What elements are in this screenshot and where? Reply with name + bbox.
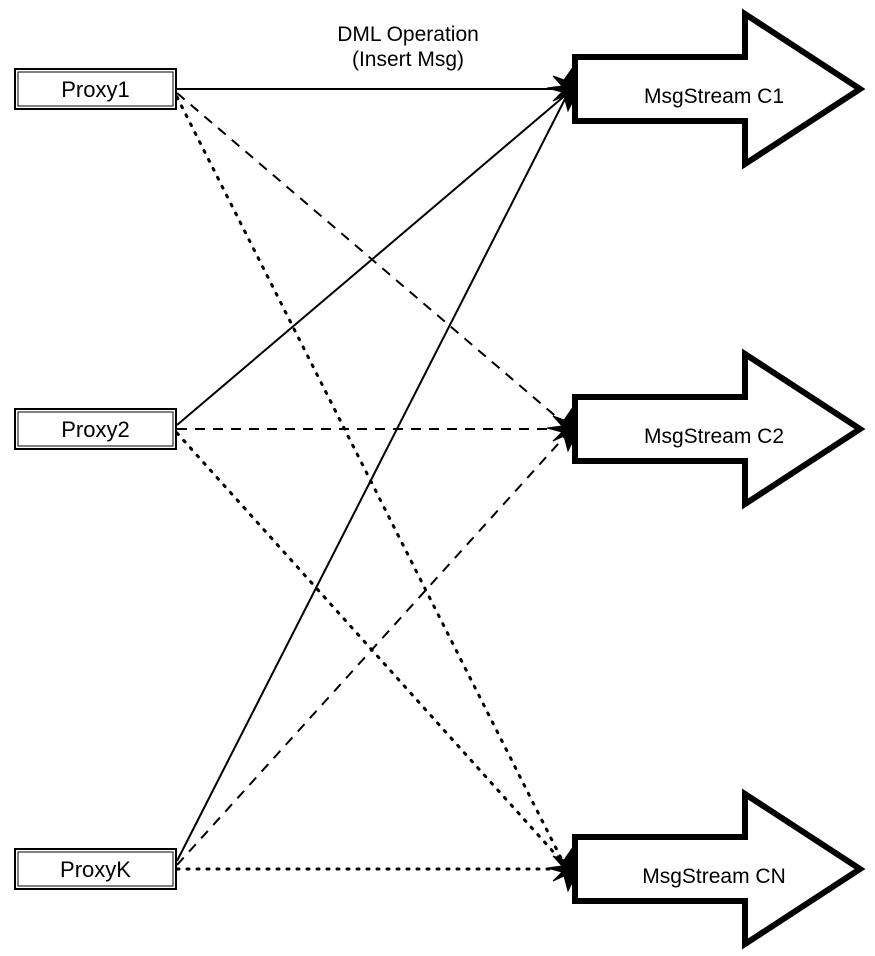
arrowheads-layer bbox=[546, 65, 576, 893]
proxy-node-proxy2[interactable]: Proxy2 bbox=[14, 408, 177, 450]
proxy-label: Proxy1 bbox=[61, 77, 129, 102]
proxy-label: Proxy2 bbox=[61, 417, 129, 442]
edge-pk-c2 bbox=[176, 432, 569, 866]
proxy-node-proxy1[interactable]: Proxy1 bbox=[14, 68, 177, 110]
edge-pk-c1 bbox=[176, 96, 567, 862]
stream-label: MsgStream C1 bbox=[644, 85, 784, 108]
stream-arrow-shape bbox=[572, 348, 866, 510]
stream-label: MsgStream C2 bbox=[644, 425, 784, 448]
proxy-box-inner-outline bbox=[17, 71, 174, 107]
proxy-box-inner-outline bbox=[17, 411, 174, 447]
proxy-node-proxyK[interactable]: ProxyK bbox=[14, 848, 177, 890]
proxy-box-inner-outline bbox=[17, 851, 174, 887]
proxy-box-outline bbox=[14, 408, 177, 450]
proxy-label: ProxyK bbox=[60, 857, 131, 882]
proxy-box-outline bbox=[14, 848, 177, 890]
edge-label-line-1: DML Operation bbox=[337, 23, 479, 46]
stream-arrow-shape bbox=[572, 8, 866, 170]
stream-node-stream_cn[interactable]: MsgStream CN bbox=[572, 788, 866, 950]
stream-label: MsgStream CN bbox=[642, 865, 786, 888]
stream-nodes-layer: MsgStream C1 MsgStream C2 MsgStream CN bbox=[572, 8, 866, 950]
proxy-box-outline bbox=[14, 68, 177, 110]
edge-p2-c1 bbox=[176, 92, 569, 426]
stream-node-stream_c1[interactable]: MsgStream C1 bbox=[572, 8, 866, 170]
arrowhead-head-cn bbox=[546, 845, 576, 893]
stream-node-stream_c2[interactable]: MsgStream C2 bbox=[572, 348, 866, 510]
stream-arrow-shape bbox=[572, 788, 866, 950]
edges-layer bbox=[175, 88, 572, 871]
arrowhead-head-c1 bbox=[546, 65, 576, 113]
edge-label-dml-operation: DML Operation (Insert Msg) bbox=[337, 23, 479, 71]
edge-label-line-2: (Insert Msg) bbox=[352, 48, 464, 71]
